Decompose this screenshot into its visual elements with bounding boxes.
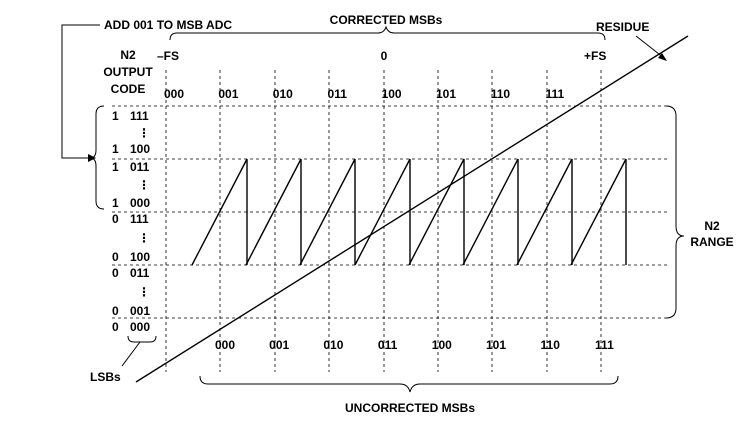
uncorrected-code: 000 — [215, 338, 235, 352]
lsbs-label: LSBs — [90, 370, 121, 384]
n2-output-code-line-2: OUTPUT — [103, 65, 153, 79]
residue-arrow-line — [635, 35, 665, 59]
sawtooth-ramp — [516, 158, 573, 266]
n2-output-code-line-3: CODE — [111, 82, 146, 96]
corrected-code: 101 — [436, 87, 456, 101]
n2-range-brace — [665, 105, 685, 319]
output-code-lsb: 001 — [130, 304, 150, 318]
output-code-msb: 0 — [112, 304, 119, 318]
uncorrected-code: 110 — [541, 338, 561, 352]
output-code-lsb: 011 — [130, 266, 150, 280]
corrected-code: 001 — [218, 87, 238, 101]
ellipsis: ⋮ — [138, 285, 150, 299]
sawtooth-ramp — [245, 158, 302, 266]
uncorrected-code-labels: 000 001 010 011 100 101 110 111 — [215, 338, 614, 352]
lsbs-brace — [127, 335, 157, 343]
output-code-msb: 0 — [112, 266, 119, 280]
sawtooth-ramp — [299, 158, 356, 266]
ellipsis: ⋮ — [138, 178, 150, 192]
corrected-code: 010 — [273, 87, 293, 101]
uncorrected-code: 100 — [432, 338, 452, 352]
output-code-lsb: 111 — [130, 212, 149, 226]
corrected-msbs-label: CORRECTED MSBs — [330, 13, 443, 27]
corrected-code: 000 — [164, 87, 184, 101]
corrected-msbs-brace — [169, 25, 606, 41]
output-code-msb: 1 — [112, 109, 119, 123]
output-code-lsb: 000 — [130, 320, 150, 334]
uncorrected-code: 010 — [323, 338, 343, 352]
output-code-msb: 0 — [112, 250, 119, 264]
corrected-code: 100 — [382, 87, 402, 101]
sawtooth-ramp — [570, 158, 627, 266]
residue-label: RESIDUE — [596, 20, 649, 34]
uncorrected-code: 101 — [486, 338, 506, 352]
output-code-lsb: 000 — [130, 196, 150, 210]
uncorrected-code: 001 — [269, 338, 289, 352]
corrected-code-labels: 000 001 010 011 100 101 110 111 — [164, 87, 564, 101]
sawtooth-residue — [191, 158, 627, 266]
uncorrected-msbs-label: UNCORRECTED MSBs — [345, 401, 475, 415]
residue-line — [135, 35, 689, 383]
sawtooth-ramp — [408, 158, 465, 266]
zero-label: 0 — [381, 49, 388, 63]
uncorrected-code: 011 — [378, 338, 398, 352]
plus-fs-label: +FS — [584, 49, 606, 63]
output-code-lsb: 011 — [130, 160, 150, 174]
ellipsis: ⋮ — [138, 231, 150, 245]
output-code-msb: 1 — [112, 196, 119, 210]
sawtooth-ramp — [191, 158, 248, 266]
residue-arrow-head — [658, 53, 667, 61]
uncorrected-msbs-brace — [199, 375, 619, 393]
corrected-code: 110 — [491, 87, 511, 101]
corrected-code: 111 — [545, 87, 564, 101]
n2-range-label-line-1: N2 — [704, 219, 720, 233]
lsbs-leader-line — [121, 341, 141, 367]
output-code-lsb: 100 — [130, 142, 150, 156]
output-code-lsb: 100 — [130, 250, 150, 264]
n2-output-code-line-1: N2 — [120, 48, 136, 62]
output-code-lsb: 111 — [130, 109, 149, 123]
output-code-msb: 0 — [112, 320, 119, 334]
output-code-msb: 1 — [112, 142, 119, 156]
sawtooth-ramp — [354, 158, 411, 266]
corrected-code: 011 — [328, 87, 348, 101]
ellipsis: ⋮ — [138, 126, 150, 140]
output-code-msb: 0 — [112, 212, 119, 226]
left-brace-upper — [89, 105, 105, 210]
sawtooth-ramp — [462, 158, 519, 266]
output-code-msb: 1 — [112, 160, 119, 174]
dashed-grid — [112, 70, 668, 372]
uncorrected-code: 111 — [595, 338, 614, 352]
add-001-bracket-line — [61, 24, 100, 159]
minus-fs-label: –FS — [157, 49, 179, 63]
add-001-label: ADD 001 TO MSB ADC — [104, 18, 232, 32]
n2-range-label-line-2: RANGE — [690, 235, 733, 249]
